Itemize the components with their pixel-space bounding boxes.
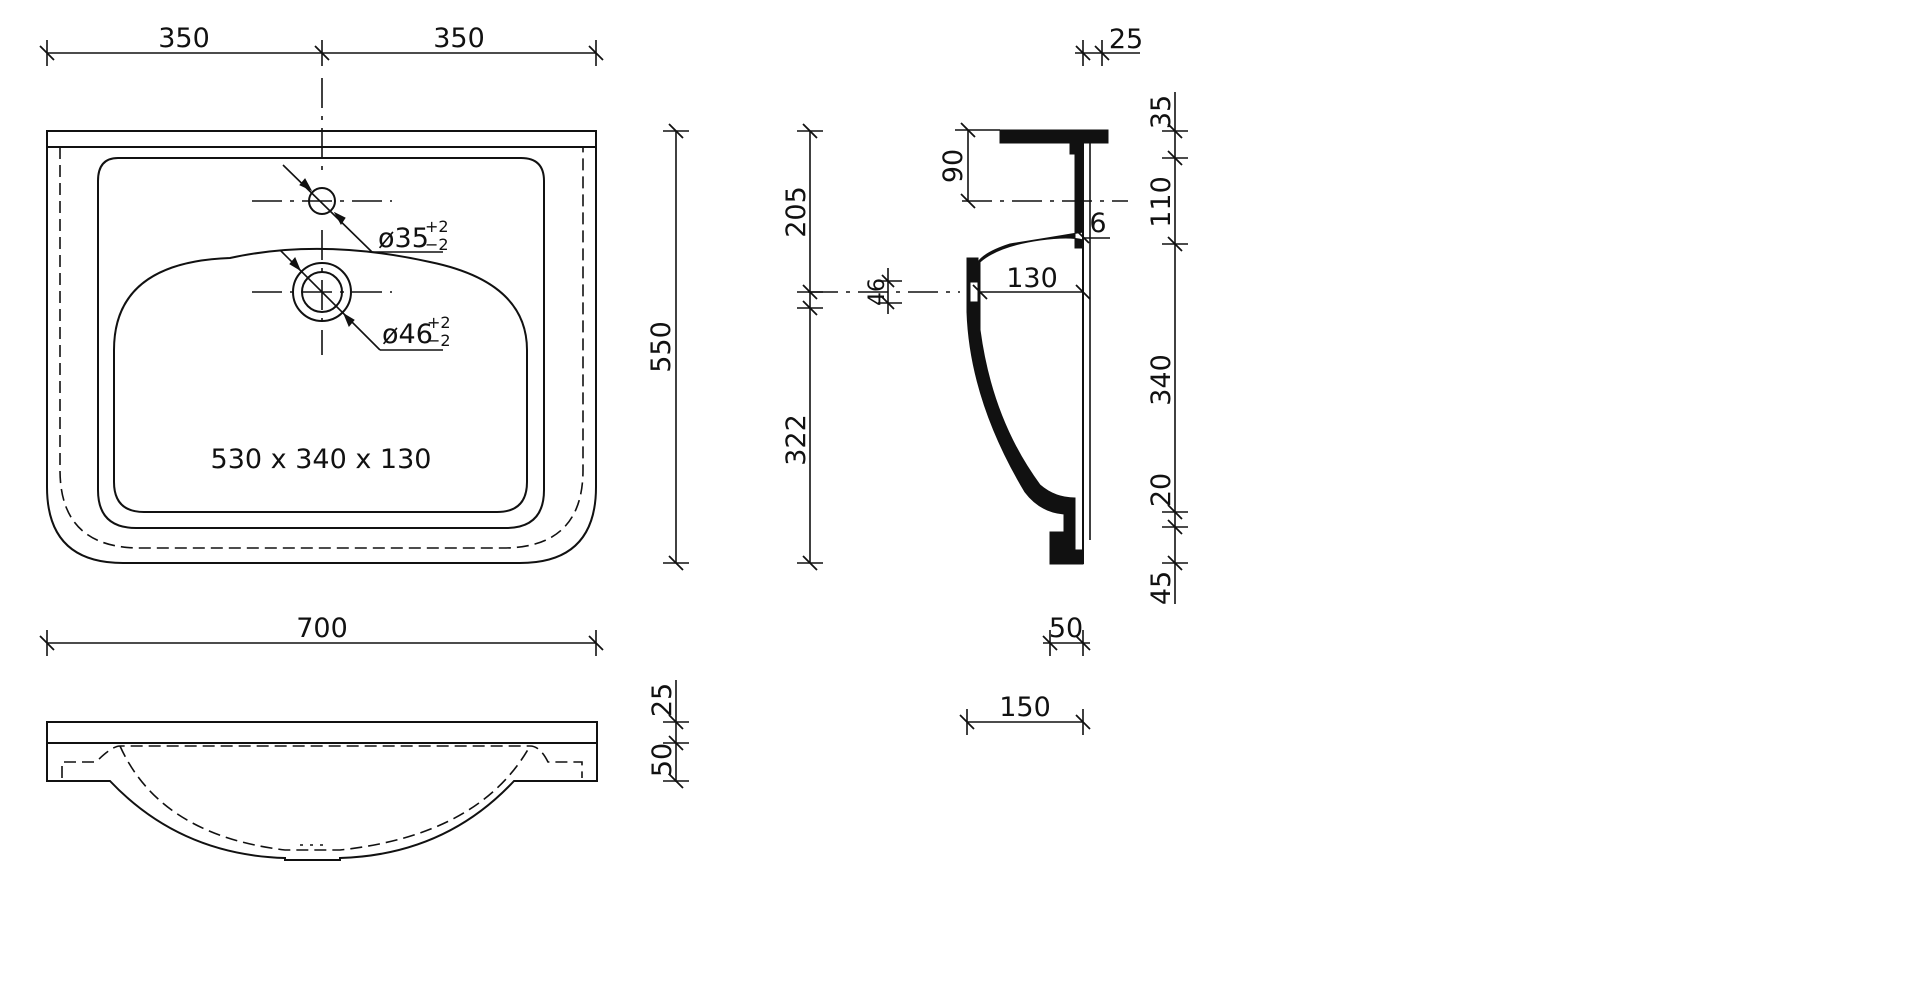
arrow-head [342, 312, 355, 327]
dim-label-110: 110 [1146, 176, 1177, 228]
dim-label-20: 20 [1146, 473, 1177, 507]
top-view-basin-inner [113, 247, 528, 513]
tolerance-minus: −2 [427, 331, 451, 350]
tick-mark [668, 123, 684, 139]
tick-mark [39, 635, 55, 651]
tick-mark [802, 300, 818, 316]
dim-label-350-left: 350 [158, 23, 210, 54]
tick-mark [960, 122, 976, 138]
dim-side-heights: 205 322 [781, 123, 823, 571]
tick-mark [668, 735, 684, 751]
dim-46: 46 [865, 268, 902, 314]
tolerance-minus: −2 [425, 235, 449, 254]
tick-mark [1167, 504, 1183, 520]
tick-mark [1075, 45, 1091, 61]
dim-90: 90 [938, 122, 1000, 209]
tick-mark [972, 284, 988, 300]
tick-mark [959, 714, 975, 730]
tick-mark [881, 296, 895, 310]
section-top-lip [966, 129, 1109, 565]
top-view-outer-rim [46, 130, 597, 564]
top-view: ø35 +2 −2 ø46 +2 −2 530 x 340 x 130 [46, 78, 597, 564]
tick-mark [802, 555, 818, 571]
tick-mark [1042, 635, 1058, 651]
tick-mark [1076, 230, 1090, 244]
arrow-head [299, 178, 313, 192]
tick-mark [960, 193, 976, 209]
dim-label-150: 150 [999, 692, 1051, 723]
dim-label-6: 6 [1089, 208, 1106, 239]
dim-right-chain: 35 110 340 20 45 [1146, 92, 1188, 605]
dim-label-550: 550 [646, 321, 677, 373]
dim-label-50-front: 50 [647, 743, 678, 777]
top-view-basin-outer [97, 157, 545, 529]
dim-label-50: 50 [1049, 613, 1083, 644]
side-section [808, 129, 1128, 565]
arrow-head [333, 211, 346, 225]
tick-mark [588, 45, 604, 61]
arrow-head [289, 257, 302, 272]
dim-label-205: 205 [781, 186, 812, 238]
tick-mark [1167, 150, 1183, 166]
tick-mark [802, 284, 818, 300]
dim-top-widths: 350 350 [39, 23, 604, 66]
tick-mark [314, 45, 330, 61]
dim-label-46: 46 [865, 278, 890, 306]
front-view-slab [46, 721, 598, 744]
basin-size-label: 530 x 340 x 130 [211, 444, 432, 475]
tick-mark [1094, 45, 1110, 61]
dim-label-25-front: 25 [647, 683, 678, 717]
tick-mark [881, 274, 895, 288]
tick-mark [588, 635, 604, 651]
tolerance-plus: +2 [425, 217, 449, 236]
front-view-dashed-bowl [119, 745, 531, 851]
hole-large-label: ø46 [382, 319, 433, 350]
hole-small-leader [282, 164, 373, 253]
dim-50-bottom: 50 [1042, 613, 1091, 656]
front-view [46, 721, 598, 861]
tick-mark [1167, 236, 1183, 252]
top-view-dashed-outline [59, 147, 584, 549]
tick-mark [1075, 635, 1091, 651]
dim-label-45: 45 [1146, 571, 1177, 605]
dim-label-700: 700 [296, 613, 348, 644]
front-view-body [46, 743, 598, 861]
dim-label-35: 35 [1146, 95, 1177, 129]
dim-front-heights: 25 50 [647, 680, 689, 789]
dim-label-322: 322 [781, 414, 812, 466]
dim-130: 130 [972, 263, 1091, 300]
drain-hole-outer [292, 262, 352, 322]
tap-hole-small [308, 187, 336, 215]
dim-label-130: 130 [1006, 263, 1058, 294]
dim-label-25-top: 25 [1109, 24, 1143, 55]
dim-overall-width: 700 [39, 613, 604, 656]
section-hole-white [1065, 190, 1073, 208]
hole-small-label: ø35 [378, 223, 429, 254]
tick-mark [1075, 284, 1091, 300]
tick-mark [1167, 519, 1183, 535]
dim-overall-depth: 550 [646, 123, 689, 571]
drain-hole-inner [301, 271, 343, 313]
front-view-dashed-outline [61, 745, 583, 778]
dim-label-350-right: 350 [433, 23, 485, 54]
tick-mark [1167, 123, 1183, 139]
tick-mark [668, 555, 684, 571]
tolerance-plus: +2 [427, 313, 451, 332]
dim-25-top: 25 [1075, 24, 1143, 66]
dim-150: 150 [959, 692, 1091, 735]
dim-6: 6 [1076, 208, 1110, 244]
tick-mark [1075, 714, 1091, 730]
tick-mark [668, 714, 684, 730]
dim-label-90: 90 [938, 149, 969, 183]
tick-mark [1167, 555, 1183, 571]
tick-mark [802, 123, 818, 139]
section-drain-white [969, 281, 979, 303]
tick-mark [668, 773, 684, 789]
tick-mark [39, 45, 55, 61]
dim-label-340: 340 [1146, 354, 1177, 406]
